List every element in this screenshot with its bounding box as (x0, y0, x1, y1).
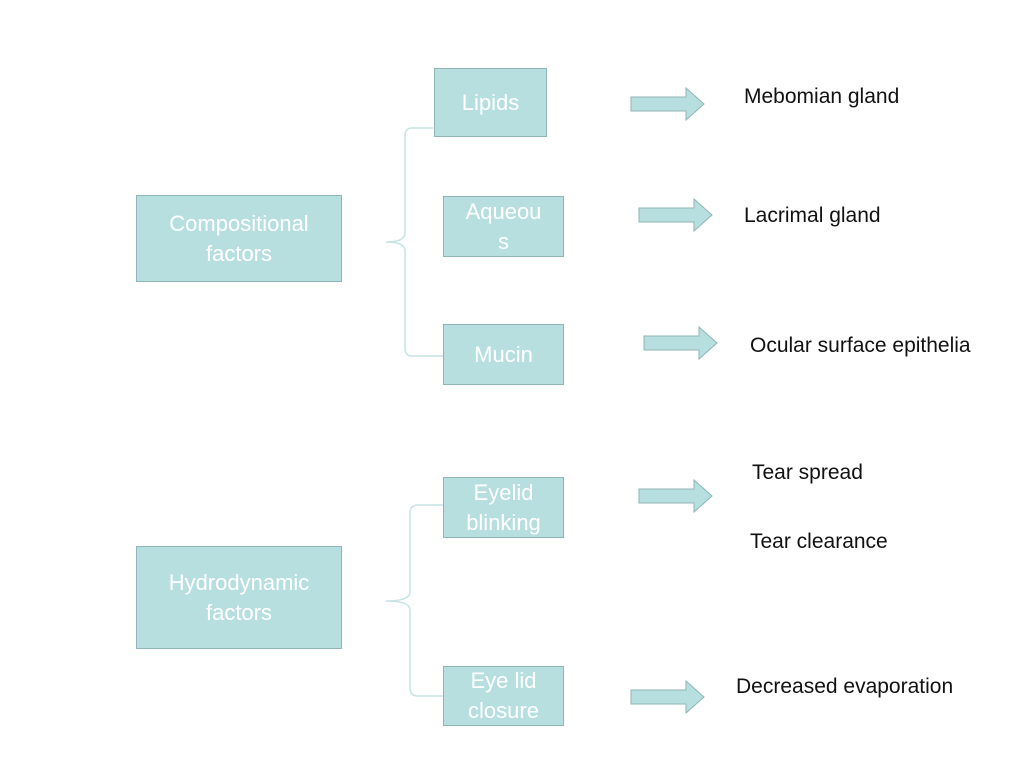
right-arrow-icon (638, 197, 713, 233)
category-label: Hydrodynamic factors (168, 569, 310, 625)
hydrodynamic-factors-box: Hydrodynamic factors (136, 546, 342, 649)
component-label: Eye lid closure (468, 668, 539, 723)
output-label-lacrimal-gland: Lacrimal gland (744, 204, 881, 227)
output-label-ocular-surface-epithelia: Ocular surface epithelia (750, 334, 971, 357)
component-label: Aqueou s (465, 198, 542, 254)
output-label-tear-clearance: Tear clearance (750, 530, 888, 553)
curly-brace-icon (385, 127, 443, 357)
lipids-box: Lipids (434, 68, 547, 137)
output-label-decreased-evaporation: Decreased evaporation (736, 675, 954, 698)
eye-lid-closure-box: Eye lid closure (443, 666, 564, 726)
curly-brace-icon (385, 504, 443, 697)
category-label: Compositional factors (169, 210, 309, 266)
aqueous-box: Aqueou s (443, 196, 564, 257)
right-arrow-icon (630, 679, 705, 715)
output-label-mebomian-gland: Mebomian gland (744, 85, 900, 108)
compositional-factors-box: Compositional factors (136, 195, 342, 282)
right-arrow-icon (643, 325, 718, 361)
eyelid-blinking-box: Eyelid blinking (443, 477, 564, 538)
mucin-box: Mucin (443, 324, 564, 385)
right-arrow-icon (638, 478, 713, 514)
right-arrow-icon (630, 86, 705, 122)
component-label: Eyelid blinking (466, 479, 541, 535)
component-label: Lipids (461, 89, 520, 115)
output-label-tear-spread: Tear spread (752, 461, 863, 484)
component-label: Mucin (474, 341, 533, 367)
